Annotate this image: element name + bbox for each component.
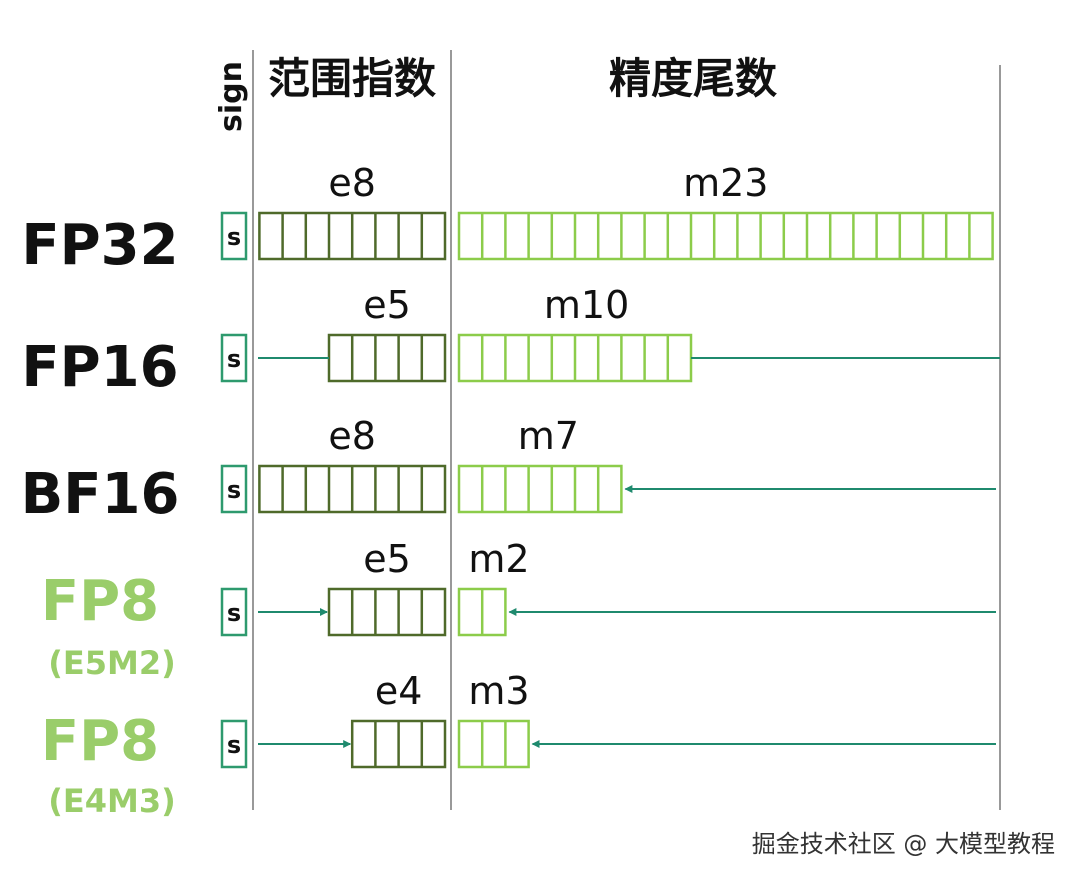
exponent-block (327, 333, 447, 383)
sign-bit-symbol: s (227, 599, 241, 627)
mantissa-label-3: m2 (468, 537, 529, 581)
mantissa-block (457, 464, 623, 514)
format-name-1: FP16 (21, 335, 178, 400)
header-exponent: 范围指数 (268, 54, 436, 103)
format-subtitle-3: (E5M2) (48, 644, 175, 682)
sign-bit-symbol: s (227, 476, 241, 504)
exponent-block (327, 587, 447, 637)
format-name-4: FP8 (41, 709, 159, 774)
mantissa-label-1: m10 (544, 283, 629, 327)
watermark: 掘金技术社区 @ 大模型教程 (752, 830, 1055, 858)
sign-bit-box (220, 719, 248, 769)
format-name-3: FP8 (41, 569, 159, 634)
exponent-label-1: e5 (363, 283, 411, 327)
format-subtitle-4: (E4M3) (48, 782, 175, 820)
sign-bit-box (220, 464, 248, 514)
mantissa-label-2: m7 (518, 414, 579, 458)
exponent-label-2: e8 (328, 414, 376, 458)
sign-bit-symbol: s (227, 223, 241, 251)
exponent-label-3: e5 (363, 537, 411, 581)
mantissa-label-4: m3 (468, 669, 529, 713)
mantissa-block (457, 211, 994, 261)
mantissa-label-0: m23 (683, 161, 768, 205)
exponent-label-0: e8 (328, 161, 376, 205)
sign-bit-box (220, 211, 248, 261)
mantissa-block (457, 719, 530, 769)
header-sign: sign (214, 61, 249, 132)
format-name-0: FP32 (21, 213, 178, 278)
format-name-2: BF16 (21, 462, 180, 527)
sign-bit-symbol: s (227, 345, 241, 373)
sign-bit-box (220, 587, 248, 637)
exponent-label-4: e4 (375, 669, 423, 713)
sign-bit-symbol: s (227, 731, 241, 759)
sign-bit-box (220, 333, 248, 383)
header-mantissa: 精度尾数 (609, 54, 777, 103)
